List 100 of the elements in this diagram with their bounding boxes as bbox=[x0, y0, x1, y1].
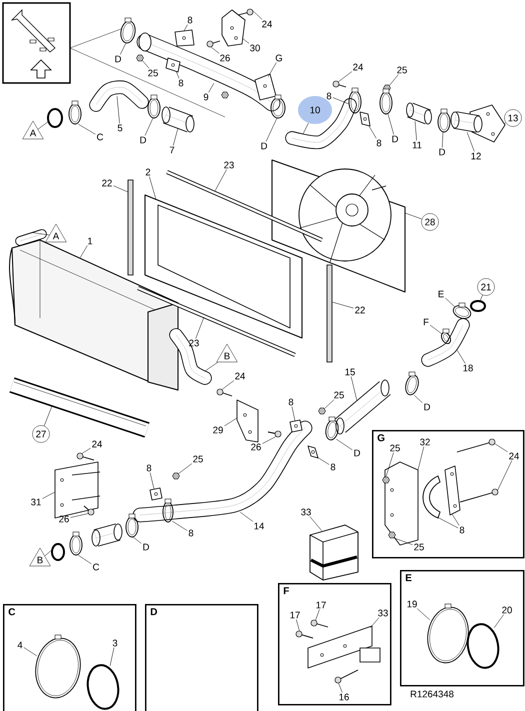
callout-number: D bbox=[424, 404, 430, 410]
leader-line bbox=[222, 380, 234, 390]
pipe bbox=[450, 111, 482, 133]
callout-number: 18 bbox=[463, 364, 473, 372]
callout-number: 24 bbox=[353, 64, 363, 70]
circled-callout-number: 28 bbox=[421, 213, 439, 231]
bolt bbox=[332, 80, 346, 88]
leader-line bbox=[310, 516, 322, 532]
callout-number: 14 bbox=[254, 522, 264, 530]
pipe bbox=[15, 229, 47, 246]
nut bbox=[136, 54, 144, 62]
hose-clamp bbox=[438, 108, 450, 132]
hose-clamp bbox=[68, 100, 82, 124]
leader-line bbox=[394, 538, 413, 545]
leader-line bbox=[196, 316, 204, 339]
callout-number: 12 bbox=[471, 152, 481, 160]
leader-line bbox=[296, 619, 300, 632]
kit-box bbox=[310, 524, 358, 580]
leader-line bbox=[150, 472, 154, 490]
callout-number: 31 bbox=[31, 498, 41, 506]
nut bbox=[318, 408, 326, 414]
leader-line bbox=[82, 448, 91, 454]
leader-line bbox=[38, 120, 50, 130]
callout-number: 23 bbox=[189, 340, 199, 346]
bolt bbox=[334, 670, 358, 684]
callout-number: 24 bbox=[262, 20, 272, 28]
hose-clamp bbox=[162, 498, 174, 522]
leader-line bbox=[240, 512, 254, 522]
leader-line bbox=[370, 617, 380, 628]
bracket bbox=[360, 112, 370, 126]
bolt bbox=[460, 488, 498, 502]
bracket bbox=[174, 30, 194, 46]
leader-line bbox=[110, 647, 114, 666]
callout-number: D bbox=[143, 544, 149, 550]
callout-number: 15 bbox=[345, 368, 355, 376]
callout-number: 8 bbox=[188, 530, 194, 536]
hose-clamp bbox=[126, 514, 138, 538]
seal-ring bbox=[51, 543, 65, 561]
leader-line bbox=[302, 122, 309, 134]
leader-line bbox=[44, 406, 52, 426]
circled-callout-number: 21 bbox=[477, 278, 495, 296]
callout-number: G bbox=[276, 54, 282, 62]
leader-line bbox=[436, 516, 458, 528]
leader-line bbox=[172, 520, 188, 531]
seal-ring bbox=[466, 623, 500, 669]
callout-number: 17 bbox=[316, 602, 326, 608]
callout-number: C bbox=[93, 564, 100, 570]
hose-clamp bbox=[440, 328, 452, 344]
leader-line bbox=[452, 514, 460, 526]
callout-number: 11 bbox=[412, 142, 422, 148]
reference-triangle: A bbox=[45, 224, 67, 242]
callout-number: 5 bbox=[118, 124, 122, 132]
leader-line bbox=[386, 452, 394, 477]
circled-callout-number: 27 bbox=[32, 425, 50, 443]
callout-number: 16 bbox=[339, 694, 349, 700]
leader-line bbox=[338, 71, 352, 82]
bracket bbox=[254, 74, 276, 100]
leader-line bbox=[144, 118, 154, 136]
callout-number: 17 bbox=[290, 612, 300, 618]
leader-line bbox=[78, 124, 96, 134]
callout-number: 2 bbox=[146, 168, 150, 176]
callout-number: 25 bbox=[397, 66, 407, 74]
leader-line bbox=[44, 548, 54, 556]
hose-clamp bbox=[35, 634, 81, 698]
callout-number: 22 bbox=[355, 306, 365, 314]
leader-line bbox=[497, 460, 512, 491]
leader-line bbox=[184, 24, 188, 32]
leader-line bbox=[316, 456, 330, 465]
leader-line bbox=[414, 394, 423, 403]
callout-number: 23 bbox=[224, 162, 234, 168]
leader-line bbox=[494, 443, 508, 452]
callout-number: D bbox=[115, 56, 121, 62]
leader-line bbox=[70, 513, 89, 518]
callout-number: 1 bbox=[88, 238, 92, 244]
pipe bbox=[132, 420, 312, 522]
callout-number: 19 bbox=[407, 600, 417, 608]
leader-line bbox=[266, 118, 278, 142]
hose bbox=[89, 80, 149, 112]
hose-clamp bbox=[452, 302, 472, 319]
leader-line bbox=[242, 38, 250, 44]
callout-number: 20 bbox=[502, 606, 512, 614]
callout-number: 3 bbox=[112, 640, 118, 646]
leader-line bbox=[113, 186, 128, 192]
leader-line bbox=[466, 132, 475, 152]
leader-line bbox=[416, 608, 430, 620]
leader-line bbox=[224, 418, 238, 426]
clamp-half bbox=[444, 466, 460, 516]
bracket bbox=[222, 10, 246, 46]
leader-line bbox=[173, 128, 178, 146]
callout-number: 25 bbox=[334, 392, 344, 398]
hose-clamp bbox=[380, 88, 392, 114]
callout-number: D bbox=[392, 136, 398, 142]
pipe bbox=[136, 32, 280, 112]
reference-triangle: A bbox=[22, 120, 44, 140]
seal-strip bbox=[128, 180, 134, 276]
callout-number: D bbox=[439, 148, 445, 156]
pipe bbox=[162, 106, 194, 132]
leader-line bbox=[142, 60, 150, 69]
leader-line bbox=[116, 96, 120, 124]
reference-triangle: B bbox=[216, 344, 238, 362]
